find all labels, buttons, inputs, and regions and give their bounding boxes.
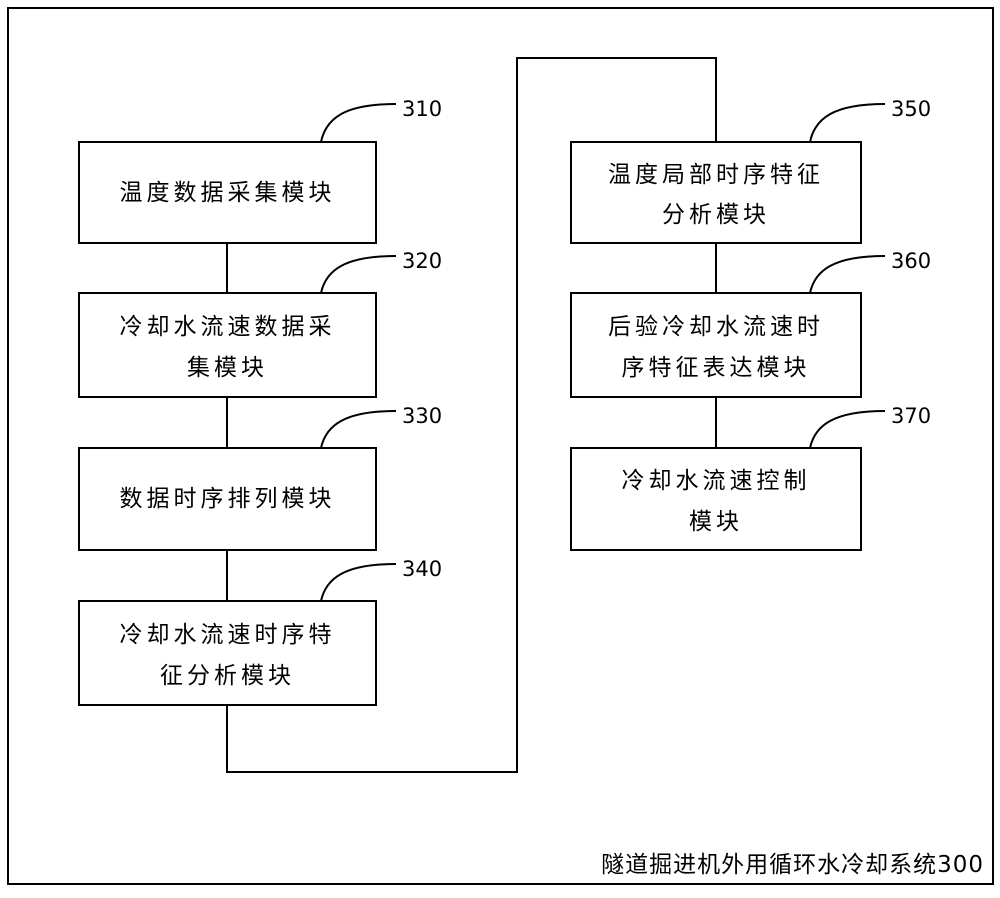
leader-line	[320, 103, 397, 143]
module-370: 冷却水流速控制 模块 370	[570, 404, 931, 551]
module-320: 冷却水流速数据采 集模块 320	[78, 249, 442, 398]
leader-line	[809, 410, 886, 449]
module-label-line: 集模块	[187, 355, 268, 381]
module-label-line: 温度局部时序特征	[608, 162, 824, 188]
connector-340-350	[226, 57, 717, 773]
leader-line	[320, 563, 397, 602]
module-310: 温度数据采集模块 310	[78, 97, 442, 244]
reference-number: 360	[891, 249, 931, 273]
leader-line	[320, 410, 397, 449]
module-label-line: 模块	[689, 509, 743, 535]
module-label-line: 冷却水流速控制	[622, 468, 811, 494]
module-label-line: 后验冷却水流速时	[608, 314, 824, 340]
reference-number: 320	[402, 249, 442, 273]
module-360: 后验冷却水流速时 序特征表达模块 360	[570, 249, 931, 398]
module-label-line: 序特征表达模块	[622, 355, 811, 381]
module-label-line: 冷却水流速时序特	[120, 622, 336, 648]
module-label-line: 分析模块	[662, 202, 770, 228]
system-border	[7, 7, 994, 885]
connectors	[226, 57, 717, 773]
module-box	[78, 141, 377, 244]
module-label-line: 征分析模块	[160, 663, 295, 689]
module-box	[570, 141, 862, 244]
module-330: 数据时序排列模块 330	[78, 404, 442, 551]
leader-line	[809, 255, 886, 294]
module-label-line: 数据时序排列模块	[120, 486, 336, 512]
module-box	[570, 292, 862, 398]
reference-number: 310	[402, 97, 442, 121]
module-label-line: 冷却水流速数据采	[120, 314, 336, 340]
system-caption: 隧道掘进机外用循环水冷却系统300	[601, 852, 984, 878]
reference-number: 340	[402, 557, 442, 581]
module-box	[78, 447, 377, 551]
module-340: 冷却水流速时序特 征分析模块 340	[78, 557, 442, 706]
reference-number: 350	[891, 97, 931, 121]
reference-number: 330	[402, 404, 442, 428]
module-box	[570, 447, 862, 551]
module-box	[78, 292, 377, 398]
leader-line	[809, 103, 886, 143]
leader-line	[320, 255, 397, 294]
reference-number: 370	[891, 404, 931, 428]
module-label-line: 温度数据采集模块	[120, 180, 336, 206]
module-box	[78, 600, 377, 706]
module-350: 温度局部时序特征 分析模块 350	[570, 97, 931, 244]
